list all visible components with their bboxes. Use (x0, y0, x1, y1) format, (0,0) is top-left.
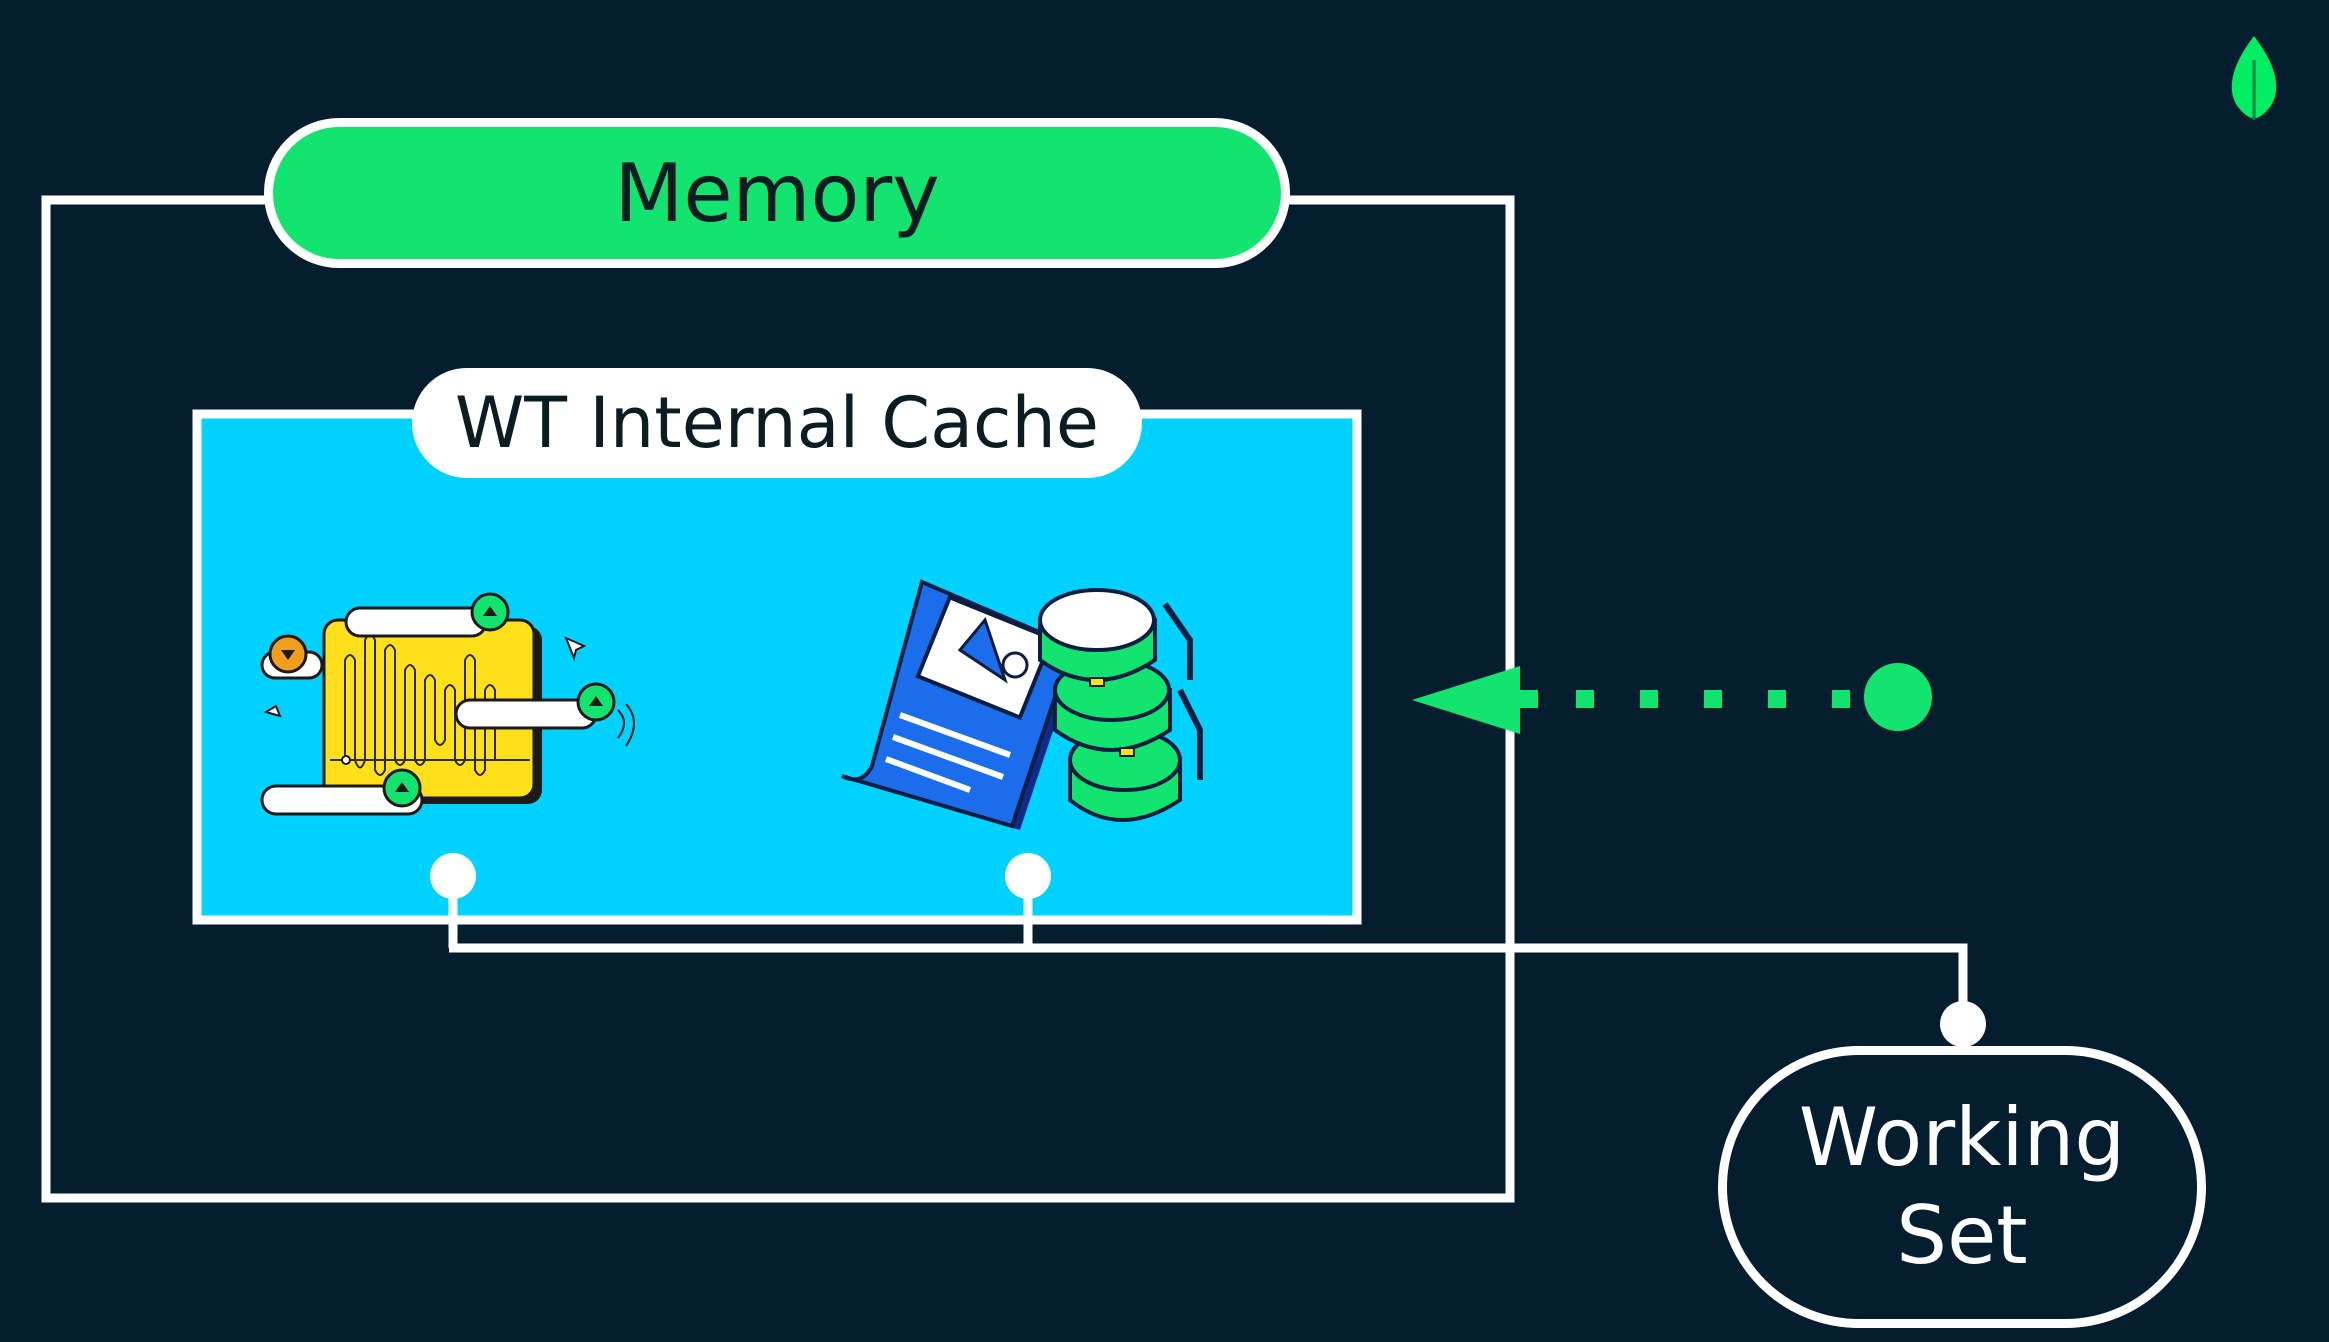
connector-node-working-set (1940, 1001, 1986, 1047)
leaf-logo-icon (2231, 36, 2277, 120)
cache-label-text: WT Internal Cache (455, 382, 1099, 464)
working-set-line-2: Set (1896, 1189, 2028, 1282)
working-set-line-1: Working (1798, 1091, 2126, 1184)
memory-label-text: Memory (614, 146, 940, 240)
memory-label: Memory (264, 118, 1290, 268)
cache-label: WT Internal Cache (412, 368, 1142, 478)
connector-node-left (430, 853, 476, 899)
document-database-illustration-icon (841, 579, 1203, 830)
working-set-pill: Working Set (1718, 1046, 2206, 1328)
dashboard-illustration-icon (260, 592, 635, 816)
arrow-left-icon (1412, 663, 1932, 734)
connector-node-right (1005, 853, 1051, 899)
